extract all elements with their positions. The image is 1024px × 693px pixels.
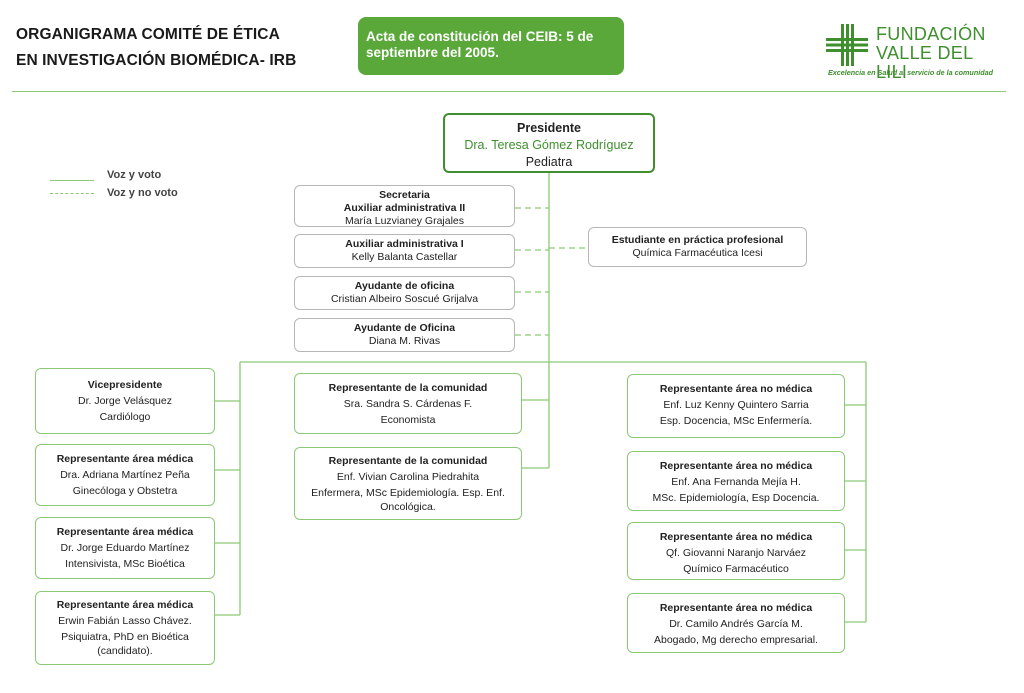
member-name: Dra. Adriana Martínez Peña — [60, 469, 190, 481]
cross-logo-icon — [826, 24, 868, 66]
member-box-medical-2: Representante área médica Dr. Jorge Edua… — [35, 517, 215, 579]
member-name: Enf. Vivian Carolina Piedrahita — [336, 471, 480, 483]
title-line-1: ORGANIGRAMA COMITÉ DE ÉTICA — [16, 26, 280, 43]
page-title: ORGANIGRAMA COMITÉ DE ÉTICA EN INVESTIGA… — [16, 22, 296, 74]
member-box-nonmedical-3: Representante área no médica Qf. Giovann… — [627, 522, 845, 580]
member-role: Representante área no médica — [659, 602, 813, 614]
member-box-vicepresident: Vicepresidente Dr. Jorge Velásquez Cardi… — [35, 368, 215, 434]
member-detail: Esp. Docencia, MSc Enfermería. — [659, 415, 813, 427]
member-detail: Enfermera, MSc Epidemiología. Esp. Enf. … — [311, 487, 505, 513]
staff-name: Diana M. Rivas — [368, 335, 441, 347]
member-role: Representante área no médica — [659, 460, 813, 472]
member-box-nonmedical-1: Representante área no médica Enf. Luz Ke… — [627, 374, 845, 438]
president-detail: Pediatra — [525, 155, 573, 169]
member-detail: Intensivista, MSc Bioética — [65, 558, 185, 570]
member-name: Enf. Luz Kenny Quintero Sarria — [663, 399, 809, 411]
logo-tagline: Excelencia en Salud al servicio de la co… — [828, 68, 993, 77]
logo-name-line-2: VALLE DEL LILI — [876, 43, 973, 82]
legend-dashed-label: Voz y no voto — [107, 187, 178, 199]
staff-role: Ayudante de Oficina — [353, 322, 456, 334]
member-detail: Economista — [380, 414, 436, 426]
staff-role: Ayudante de oficina — [354, 280, 455, 292]
president-role: Presidente — [517, 121, 581, 135]
member-role: Representante de la comunidad — [328, 455, 488, 467]
member-role: Vicepresidente — [87, 379, 163, 391]
member-detail: Ginecóloga y Obstetra — [72, 485, 178, 497]
member-role: Representante área médica — [56, 526, 194, 538]
staff-role: Auxiliar administrativa I — [345, 238, 464, 250]
staff-name: Cristian Albeiro Soscué Grijalva — [330, 293, 479, 305]
member-role: Representante área médica — [56, 453, 194, 465]
member-box-nonmedical-4: Representante área no médica Dr. Camilo … — [627, 593, 845, 653]
member-role: Representante área no médica — [659, 383, 813, 395]
member-name: Dr. Jorge Eduardo Martínez — [60, 542, 190, 554]
legend-dashed-line — [50, 193, 94, 194]
member-box-community-2: Representante de la comunidad Enf. Vivia… — [294, 447, 522, 520]
member-box-community-1: Representante de la comunidad Sra. Sandr… — [294, 373, 522, 434]
member-role: Representante área no médica — [659, 531, 813, 543]
member-box-medical-1: Representante área médica Dra. Adriana M… — [35, 444, 215, 506]
logo-name: FUNDACIÓN VALLE DEL LILI — [876, 25, 1006, 82]
member-name: Enf. Ana Fernanda Mejía H. — [671, 476, 801, 488]
member-detail: MSc. Epidemiología, Esp Docencia. — [652, 492, 820, 504]
president-name: Dra. Teresa Gómez Rodríguez — [464, 138, 634, 152]
member-detail: Químico Farmacéutico — [683, 563, 789, 575]
member-detail: Abogado, Mg derecho empresarial. — [653, 634, 818, 646]
staff-box-aux-1: Auxiliar administrativa I Kelly Balanta … — [294, 234, 515, 268]
acta-badge: Acta de constitución del CEIB: 5 de sept… — [358, 17, 624, 75]
member-role: Representante área médica — [56, 599, 194, 611]
member-name: Qf. Giovanni Naranjo Narváez — [665, 547, 807, 559]
staff-name: Kelly Balanta Castellar — [351, 251, 458, 263]
member-name: Dr. Jorge Velásquez — [78, 395, 172, 407]
staff-box-secretary: Secretaria Auxiliar administrativa II Ma… — [294, 185, 515, 227]
legend-solid-line — [50, 180, 94, 181]
student-detail: Química Farmacéutica Icesi — [632, 247, 763, 259]
title-line-2: EN INVESTIGACIÓN BIOMÉDICA- IRB — [16, 52, 297, 69]
staff-box-office-1: Ayudante de oficina Cristian Albeiro Sos… — [294, 276, 515, 310]
member-name: Dr. Camilo Andrés García M. — [669, 618, 803, 630]
legend-solid-label: Voz y voto — [107, 169, 162, 181]
president-box: Presidente Dra. Teresa Gómez Rodríguez P… — [443, 113, 655, 173]
staff-box-office-2: Ayudante de Oficina Diana M. Rivas — [294, 318, 515, 352]
student-box: Estudiante en práctica profesional Quími… — [588, 227, 807, 267]
member-detail: Psiquiatra, PhD en Bioética (candidato). — [61, 631, 189, 657]
staff-role-2: Auxiliar administrativa II — [343, 202, 466, 214]
member-box-nonmedical-2: Representante área no médica Enf. Ana Fe… — [627, 451, 845, 511]
staff-role: Secretaria — [379, 189, 430, 201]
foundation-logo: FUNDACIÓN VALLE DEL LILI Excelencia en S… — [826, 22, 1006, 82]
member-role: Representante de la comunidad — [328, 382, 488, 394]
member-name: Sra. Sandra S. Cárdenas F. — [343, 398, 473, 410]
student-role: Estudiante en práctica profesional — [611, 234, 784, 246]
member-box-medical-3: Representante área médica Erwin Fabián L… — [35, 591, 215, 665]
member-name: Erwin Fabián Lasso Chávez. — [58, 615, 192, 627]
logo-name-line-1: FUNDACIÓN — [876, 24, 986, 44]
header-divider — [12, 91, 1006, 92]
member-detail: Cardiólogo — [99, 411, 151, 423]
staff-name: María Luzvianey Grajales — [344, 215, 465, 227]
